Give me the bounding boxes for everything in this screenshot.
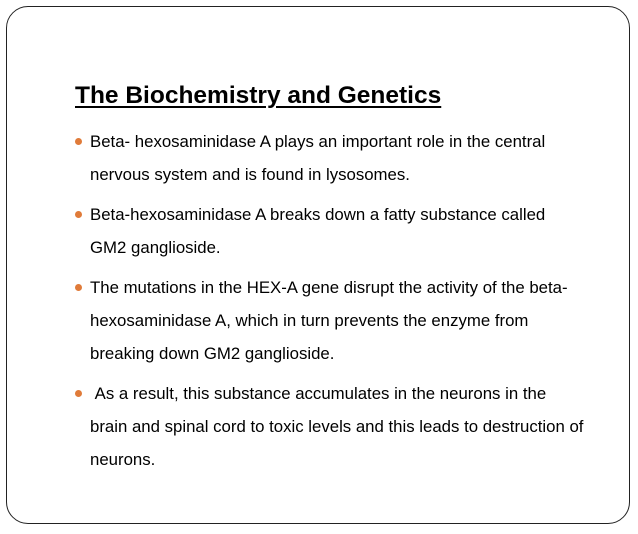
- bullet-dot-icon: [75, 211, 82, 218]
- bullet-text: As a result, this substance accumulates …: [90, 384, 589, 469]
- bullet-dot-icon: [75, 284, 82, 291]
- list-item: Beta- hexosaminidase A plays an importan…: [75, 125, 585, 191]
- bullet-text: Beta- hexosaminidase A plays an importan…: [90, 132, 550, 184]
- list-item: The mutations in the HEX-A gene disrupt …: [75, 271, 585, 370]
- list-item: As a result, this substance accumulates …: [75, 377, 585, 476]
- bullet-text: Beta-hexosaminidase A breaks down a fatt…: [90, 205, 550, 257]
- bullet-dot-icon: [75, 390, 82, 397]
- bullet-text: The mutations in the HEX-A gene disrupt …: [90, 278, 568, 363]
- bullet-dot-icon: [75, 138, 82, 145]
- slide-title: The Biochemistry and Genetics: [75, 82, 442, 109]
- list-item: Beta-hexosaminidase A breaks down a fatt…: [75, 198, 585, 264]
- bullet-list: Beta- hexosaminidase A plays an importan…: [75, 125, 585, 483]
- slide-frame: The Biochemistry and Genetics Beta- hexo…: [6, 6, 630, 524]
